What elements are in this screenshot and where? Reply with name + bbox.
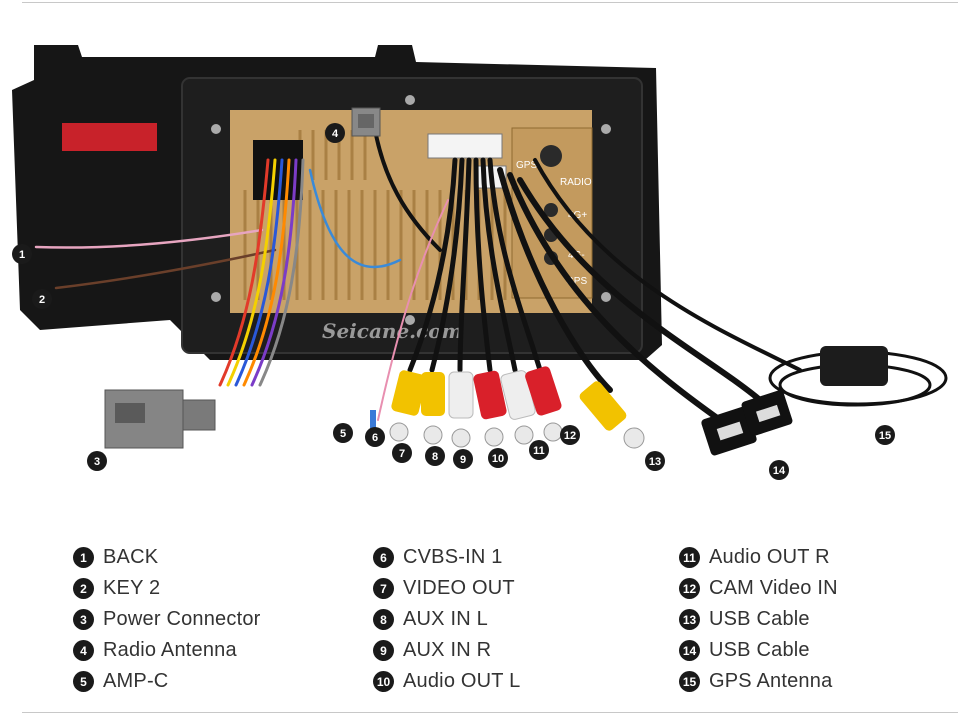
wire-harness bbox=[34, 108, 802, 423]
power-connector bbox=[104, 389, 216, 449]
legend-number-badge: 3 bbox=[73, 609, 94, 630]
legend-item: 12 CAM Video IN bbox=[679, 573, 838, 604]
legend-item: 1 BACK bbox=[73, 542, 261, 573]
legend-item: 4 Radio Antenna bbox=[73, 635, 261, 666]
legend-label: KEY 2 bbox=[103, 577, 161, 599]
svg-text:14: 14 bbox=[773, 465, 786, 477]
legend-label: Radio Antenna bbox=[103, 639, 237, 661]
svg-text:15: 15 bbox=[879, 430, 891, 442]
callout-1: 1 bbox=[12, 244, 32, 264]
usb-connectors bbox=[701, 390, 793, 456]
legend-item: 7 VIDEO OUT bbox=[373, 573, 520, 604]
legend-label: CAM Video IN bbox=[709, 577, 838, 599]
svg-text:11: 11 bbox=[533, 445, 545, 457]
legend-label: VIDEO OUT bbox=[403, 577, 515, 599]
callout-11: 11 bbox=[529, 440, 549, 460]
legend-item: 3 Power Connector bbox=[73, 604, 261, 635]
legend-item: 15 GPS Antenna bbox=[679, 666, 838, 697]
wiring-diagram: GPS RADIO 4G+ 4G- GPS Seicane.com bbox=[12, 45, 948, 480]
legend-number-badge: 10 bbox=[373, 671, 394, 692]
callout-9: 9 bbox=[453, 449, 473, 469]
legend-label: GPS Antenna bbox=[709, 670, 833, 692]
legend-number-badge: 14 bbox=[679, 640, 700, 661]
callout-10: 10 bbox=[488, 448, 508, 468]
legend-label: AMP-C bbox=[103, 670, 169, 692]
legend-item: 5 AMP-C bbox=[73, 666, 261, 697]
callout-6: 6 bbox=[365, 427, 385, 447]
bottom-divider bbox=[22, 712, 958, 713]
svg-text:9: 9 bbox=[460, 454, 466, 466]
top-divider bbox=[22, 2, 958, 3]
legend-item: 6 CVBS-IN 1 bbox=[373, 542, 520, 573]
legend-number-badge: 4 bbox=[73, 640, 94, 661]
svg-text:1: 1 bbox=[19, 249, 25, 261]
legend-number-badge: 8 bbox=[373, 609, 394, 630]
callout-15: 15 bbox=[875, 425, 895, 445]
legend-number-badge: 12 bbox=[679, 578, 700, 599]
legend-label: Audio OUT R bbox=[709, 546, 830, 568]
legend-number-badge: 5 bbox=[73, 671, 94, 692]
legend-label: Power Connector bbox=[103, 608, 261, 630]
svg-text:10: 10 bbox=[492, 453, 504, 465]
legend-item: 10 Audio OUT L bbox=[373, 666, 520, 697]
legend-item: 8 AUX IN L bbox=[373, 604, 520, 635]
legend-label: CVBS-IN 1 bbox=[403, 546, 503, 568]
legend-number-badge: 13 bbox=[679, 609, 700, 630]
callout-4: 4 bbox=[325, 123, 345, 143]
svg-text:13: 13 bbox=[649, 456, 661, 468]
legend-label: Audio OUT L bbox=[403, 670, 521, 692]
legend-number-badge: 2 bbox=[73, 578, 94, 599]
legend-item: 14 USB Cable bbox=[679, 635, 838, 666]
svg-text:6: 6 bbox=[372, 432, 378, 444]
port-label-gps-2: GPS bbox=[566, 276, 587, 287]
red-reflector bbox=[62, 123, 157, 151]
legend-item: 2 KEY 2 bbox=[73, 573, 261, 604]
radio-antenna-plug bbox=[351, 107, 381, 137]
svg-text:12: 12 bbox=[564, 430, 576, 442]
callout-3: 3 bbox=[87, 451, 107, 471]
legend-number-badge: 15 bbox=[679, 671, 700, 692]
legend-label: BACK bbox=[103, 546, 159, 568]
port-label-4g-plus: 4G+ bbox=[568, 210, 587, 221]
callout-13: 13 bbox=[645, 451, 665, 471]
callout-5: 5 bbox=[333, 423, 353, 443]
legend-label: AUX IN R bbox=[403, 639, 492, 661]
legend-column-1: 1 BACK 2 KEY 2 3 Power Connector 4 Radio Ant… bbox=[73, 542, 261, 697]
svg-text:3: 3 bbox=[94, 456, 100, 468]
legend-label: AUX IN L bbox=[403, 608, 488, 630]
callout-14: 14 bbox=[769, 460, 789, 480]
legend: 1 BACK 2 KEY 2 3 Power Connector 4 Radio Ant… bbox=[0, 542, 980, 702]
legend-item: 13 USB Cable bbox=[679, 604, 838, 635]
callout-7: 7 bbox=[392, 443, 412, 463]
rca-plugs bbox=[370, 366, 645, 449]
legend-column-2: 6 CVBS-IN 1 7 VIDEO OUT 8 AUX IN L 9 AUX IN … bbox=[373, 542, 520, 697]
legend-number-badge: 9 bbox=[373, 640, 394, 661]
legend-number-badge: 7 bbox=[373, 578, 394, 599]
legend-item: 9 AUX IN R bbox=[373, 635, 520, 666]
svg-text:7: 7 bbox=[399, 448, 405, 460]
gps-antenna bbox=[768, 346, 948, 407]
callout-12: 12 bbox=[560, 425, 580, 445]
port-label-radio: RADIO bbox=[560, 177, 592, 188]
legend-number-badge: 1 bbox=[73, 547, 94, 568]
legend-item: 11 Audio OUT R bbox=[679, 542, 838, 573]
legend-label: USB Cable bbox=[709, 608, 810, 630]
callout-2: 2 bbox=[32, 289, 52, 309]
callout-8: 8 bbox=[425, 446, 445, 466]
svg-text:5: 5 bbox=[340, 428, 346, 440]
svg-text:8: 8 bbox=[432, 451, 438, 463]
legend-number-badge: 11 bbox=[679, 547, 700, 568]
svg-text:2: 2 bbox=[39, 294, 45, 306]
legend-number-badge: 6 bbox=[373, 547, 394, 568]
port-label-gps: GPS bbox=[516, 160, 537, 171]
svg-text:4: 4 bbox=[332, 128, 339, 140]
legend-label: USB Cable bbox=[709, 639, 810, 661]
